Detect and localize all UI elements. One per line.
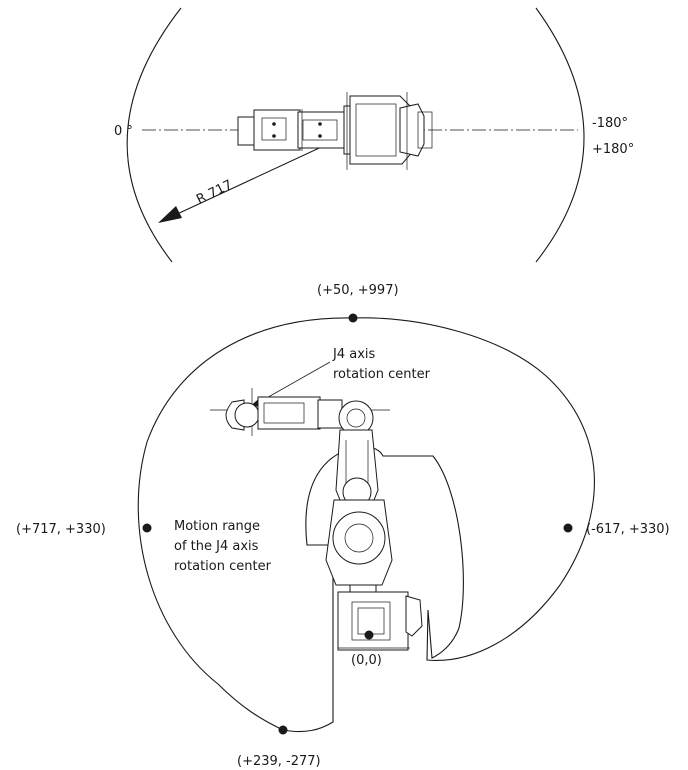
top-view: 0 ° -180° +180° R 717 [114,7,634,263]
side-view: (+50, +997) (+717, +330) (-617, +330) (+… [16,283,670,769]
j4-label-line1: J4 axis [332,347,376,362]
point-origin [364,630,374,640]
radius-label: R 717 [194,177,235,207]
bottom-point-label: (+239, -277) [237,754,321,769]
origin-label: (0,0) [351,653,382,668]
point-right [563,523,573,533]
motion-range-boundary [137,317,595,733]
angle-neg-180-label: -180° [592,116,628,131]
robot-top-view [237,92,433,170]
radius-arrowhead [158,206,182,223]
point-top [348,313,358,323]
angle-zero-label: 0 ° [114,124,133,139]
robot-side-view [210,388,423,651]
left-point-label: (+717, +330) [16,522,106,537]
point-bottom [278,725,288,735]
top-point-label: (+50, +997) [317,283,399,298]
j4-label-line2: rotation center [333,367,431,382]
right-point-label: (-617, +330) [586,522,670,537]
angle-pos-180-label: +180° [592,142,634,157]
range-label-line1: Motion range [174,519,260,534]
top-view-right-arc [535,7,585,263]
range-label-line3: rotation center [174,559,272,574]
point-left [142,523,152,533]
top-view-left-arc [126,7,182,263]
range-label-line2: of the J4 axis [174,539,259,554]
